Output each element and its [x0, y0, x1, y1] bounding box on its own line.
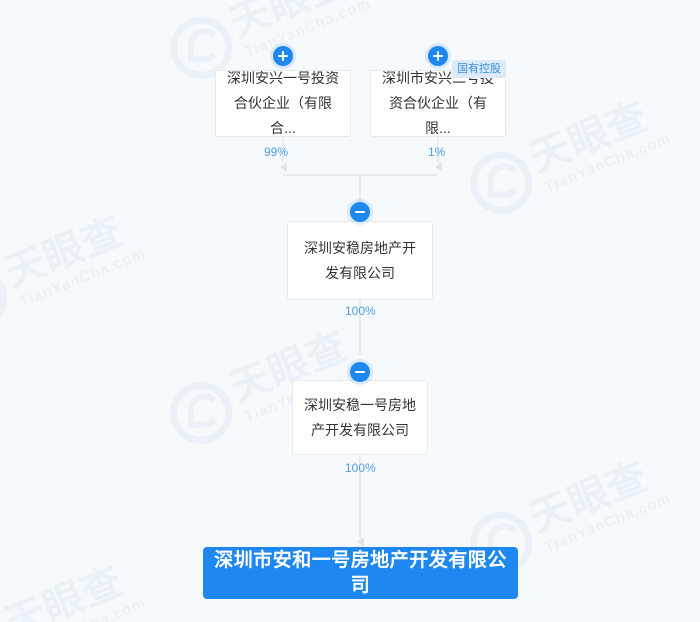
state-owned-badge: 国有控股	[452, 60, 506, 78]
collapse-company-anwen-no1-button[interactable]	[350, 362, 370, 382]
edge-percent-100-a: 100%	[345, 304, 376, 318]
node-label: 深圳安兴一号投资合伙企业（有限合...	[227, 70, 339, 136]
edge-percent-100-b: 100%	[345, 461, 376, 475]
node-company-anwen[interactable]: 深圳安稳房地产开发有限公司	[287, 221, 433, 300]
collapse-company-anwen-button[interactable]	[350, 202, 370, 222]
node-shareholder-1[interactable]: 深圳安兴一号投资合伙企业（有限合...	[215, 70, 351, 137]
node-company-anwen-no1[interactable]: 深圳安稳一号房地产开发有限公司	[292, 380, 428, 455]
node-label: 深圳市安和一号房地产开发有限公司	[214, 550, 507, 596]
node-label: 深圳安稳房地产开发有限公司	[304, 239, 416, 281]
expand-shareholder-2-button[interactable]	[428, 46, 448, 66]
node-shareholder-2[interactable]: 深圳市安兴二号投资合伙企业（有限...	[370, 70, 506, 137]
expand-shareholder-1-button[interactable]	[273, 46, 293, 66]
edge-percent-99: 99%	[264, 145, 289, 159]
edge-percent-1: 1%	[428, 145, 446, 159]
node-label: 深圳安稳一号房地产开发有限公司	[304, 396, 416, 438]
node-company-root[interactable]: 深圳市安和一号房地产开发有限公司	[203, 547, 518, 599]
